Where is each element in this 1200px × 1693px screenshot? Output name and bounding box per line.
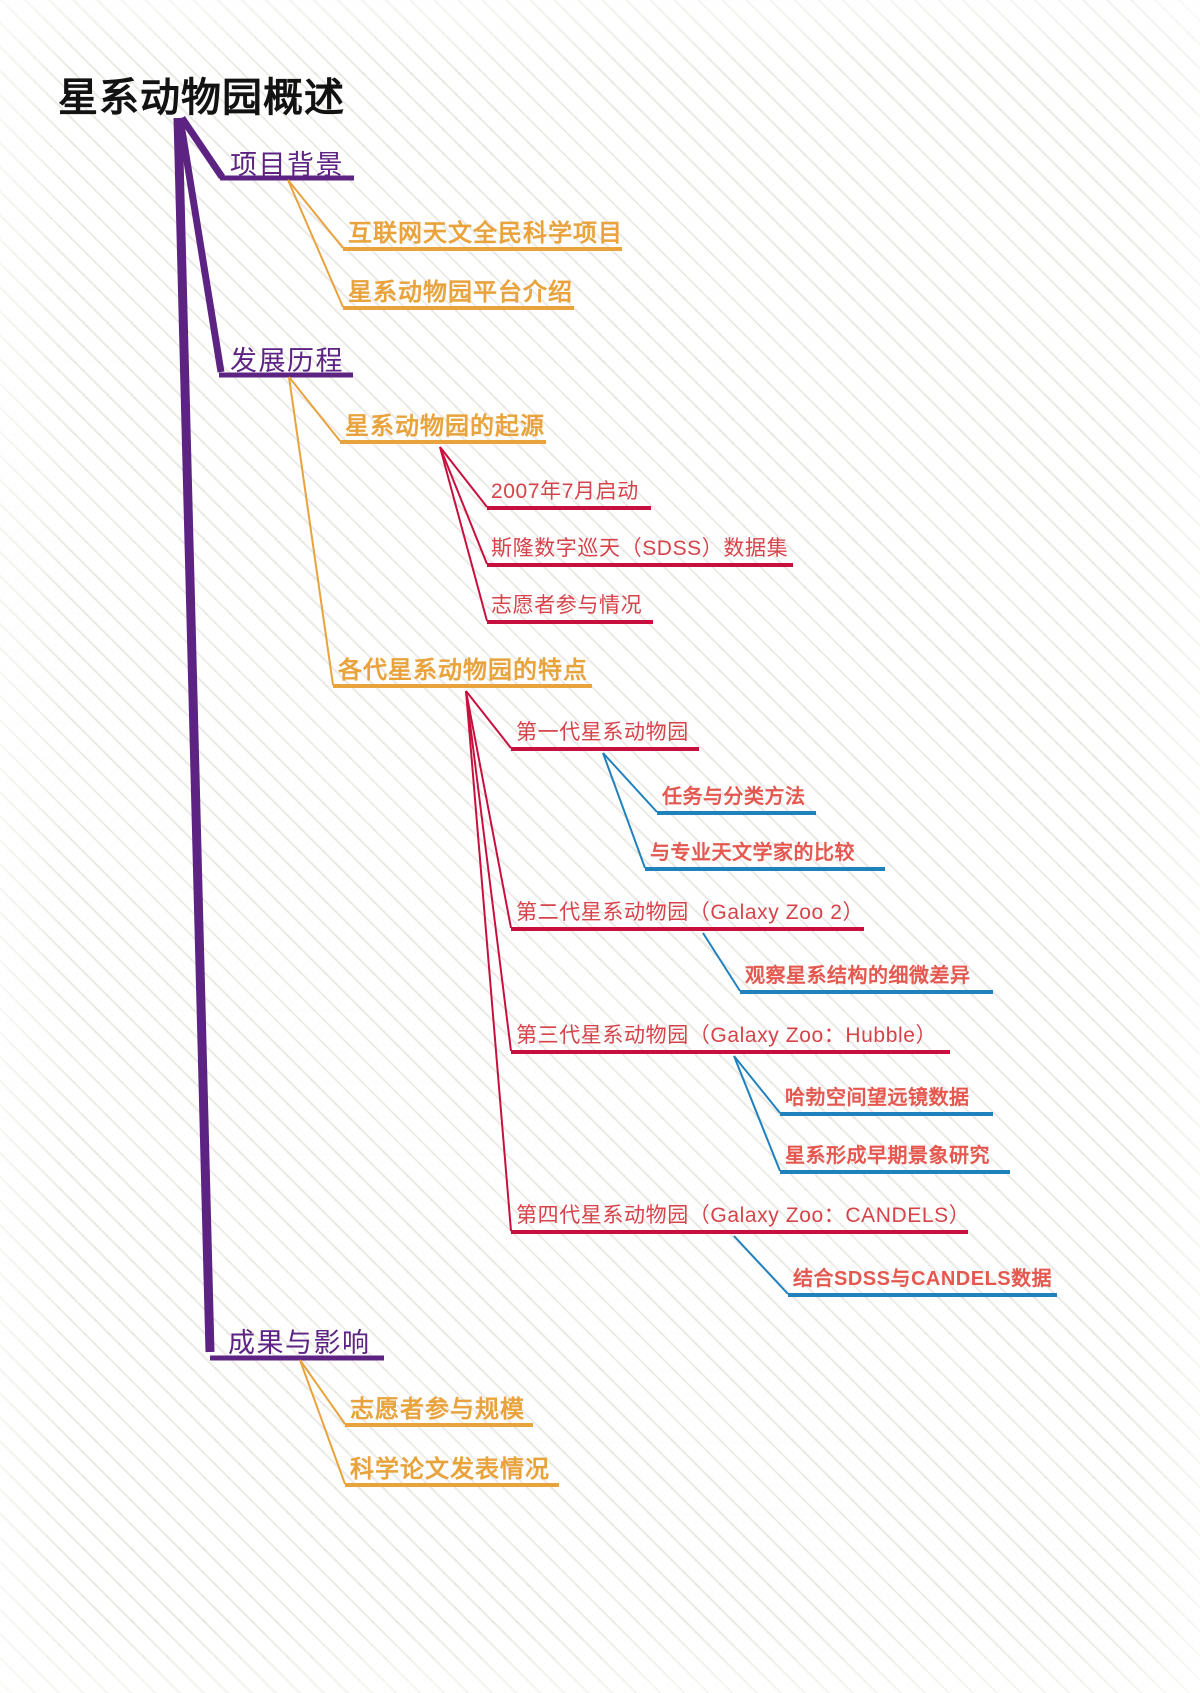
mindmap-root-label: 星系动物园概述 [58, 76, 345, 120]
node-label: 项目背景 [230, 150, 344, 180]
mindmap-node-generation-3[interactable]: 第三代星系动物园（Galaxy Zoo：Hubble） [516, 1025, 937, 1046]
node-label: 第三代星系动物园（Galaxy Zoo：Hubble） [516, 1024, 938, 1047]
node-label: 志愿者参与规模 [350, 1396, 525, 1423]
node-label: 成果与影响 [228, 1328, 371, 1358]
node-label: 第一代星系动物园 [516, 721, 689, 744]
mindmap-root-node[interactable]: 星系动物园概述 [58, 78, 345, 118]
mindmap-node-volunteer-scale[interactable]: 志愿者参与规模 [350, 1398, 525, 1422]
mindmap-node-subtle-structural-differences[interactable]: 观察星系结构的细微差异 [745, 966, 971, 986]
mindmap-node-outcomes-impact[interactable]: 成果与影响 [228, 1330, 371, 1357]
mindmap-node-origins-of-galaxyzoo[interactable]: 星系动物园的起源 [345, 415, 545, 439]
mindmap-node-early-galaxy-formation-research[interactable]: 星系形成早期景象研究 [785, 1146, 990, 1166]
mindmap-node-generation-4[interactable]: 第四代星系动物园（Galaxy Zoo：CANDELS） [516, 1205, 970, 1226]
mindmap-node-sdss-dataset[interactable]: 斯隆数字巡天（SDSS）数据集 [491, 538, 788, 559]
node-label: 观察星系结构的细微差异 [745, 965, 971, 987]
mindmap-node-generation-1[interactable]: 第一代星系动物园 [516, 722, 689, 743]
mindmap-node-combined-sdss-candels-data[interactable]: 结合SDSS与CANDELS数据 [793, 1269, 1052, 1289]
node-label: 星系形成早期景象研究 [785, 1145, 990, 1167]
mindmap-node-tasks-and-classification-method[interactable]: 任务与分类方法 [662, 787, 806, 807]
node-label: 任务与分类方法 [662, 786, 806, 808]
node-label: 星系动物园平台介绍 [348, 279, 573, 306]
node-label: 第二代星系动物园（Galaxy Zoo 2） [516, 901, 865, 924]
mindmap-node-generation-2[interactable]: 第二代星系动物园（Galaxy Zoo 2） [516, 902, 864, 923]
node-label: 志愿者参与情况 [491, 594, 643, 617]
mindmap-node-comparison-with-professional-astronomers[interactable]: 与专业天文学家的比较 [650, 843, 855, 863]
node-label: 结合SDSS与CANDELS数据 [793, 1268, 1053, 1290]
node-label: 星系动物园的起源 [345, 413, 545, 440]
node-label: 科学论文发表情况 [350, 1456, 550, 1483]
mindmap-node-launched-july-2007[interactable]: 2007年7月启动 [491, 481, 639, 502]
mindmap-node-hubble-space-telescope-data[interactable]: 哈勃空间望远镜数据 [785, 1088, 970, 1108]
mindmap-node-features-of-each-generation[interactable]: 各代星系动物园的特点 [338, 659, 588, 683]
node-label: 发展历程 [230, 346, 344, 376]
mindmap-node-volunteer-participation[interactable]: 志愿者参与情况 [491, 595, 642, 616]
mindmap-node-project-background[interactable]: 项目背景 [230, 152, 344, 179]
mindmap-node-development-history[interactable]: 发展历程 [230, 348, 344, 375]
node-label: 斯隆数字巡天（SDSS）数据集 [491, 537, 789, 560]
mindmap-node-galaxyzoo-platform-intro[interactable]: 星系动物园平台介绍 [348, 281, 573, 305]
node-label: 互联网天文全民科学项目 [348, 220, 623, 247]
node-label: 哈勃空间望远镜数据 [785, 1087, 970, 1109]
node-label: 2007年7月启动 [491, 480, 639, 503]
node-label: 各代星系动物园的特点 [338, 657, 588, 684]
mindmap-node-scientific-papers-published[interactable]: 科学论文发表情况 [350, 1458, 550, 1482]
mindmap-node-internet-astronomy-citizen-science[interactable]: 互联网天文全民科学项目 [348, 222, 623, 246]
node-label: 与专业天文学家的比较 [650, 842, 855, 864]
node-label: 第四代星系动物园（Galaxy Zoo：CANDELS） [516, 1204, 971, 1227]
